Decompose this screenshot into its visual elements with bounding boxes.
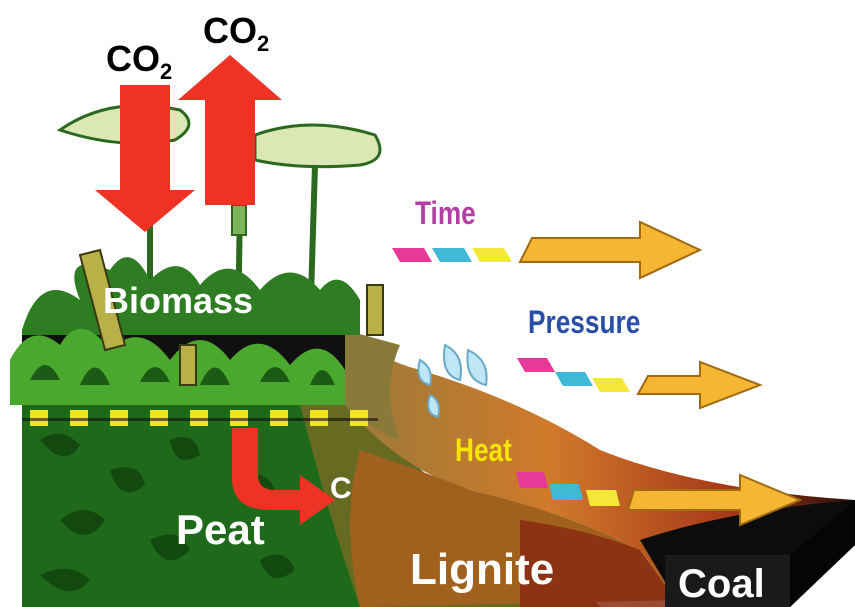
time-label: Time — [415, 195, 476, 231]
co2-down-sub: 2 — [160, 59, 173, 84]
forest-vegetation — [10, 104, 384, 405]
co2-down-base: CO — [106, 38, 160, 79]
carbon-label: C — [330, 472, 352, 505]
co2-down-arrow — [95, 85, 195, 232]
peat-label: Peat — [176, 506, 265, 553]
lignite-label: Lignite — [410, 545, 555, 594]
pressure-arrow — [517, 358, 763, 410]
co2-up-label: CO2 — [203, 10, 269, 57]
lignite-layer — [350, 450, 680, 607]
co2-up-arrow — [178, 55, 282, 205]
coal-label: Coal — [678, 562, 765, 606]
co2-up-base: CO — [203, 10, 257, 51]
carbon-arrow — [232, 428, 335, 525]
time-arrow — [392, 220, 703, 280]
pressure-label: Pressure — [528, 304, 641, 340]
co2-up-sub: 2 — [257, 31, 270, 56]
biomass-label: Biomass — [103, 280, 254, 321]
co2-down-label: CO2 — [106, 38, 172, 85]
water-splash — [417, 343, 488, 419]
coal-block — [640, 500, 855, 607]
heat-label: Heat — [455, 432, 512, 468]
heat-arrow — [516, 472, 803, 527]
